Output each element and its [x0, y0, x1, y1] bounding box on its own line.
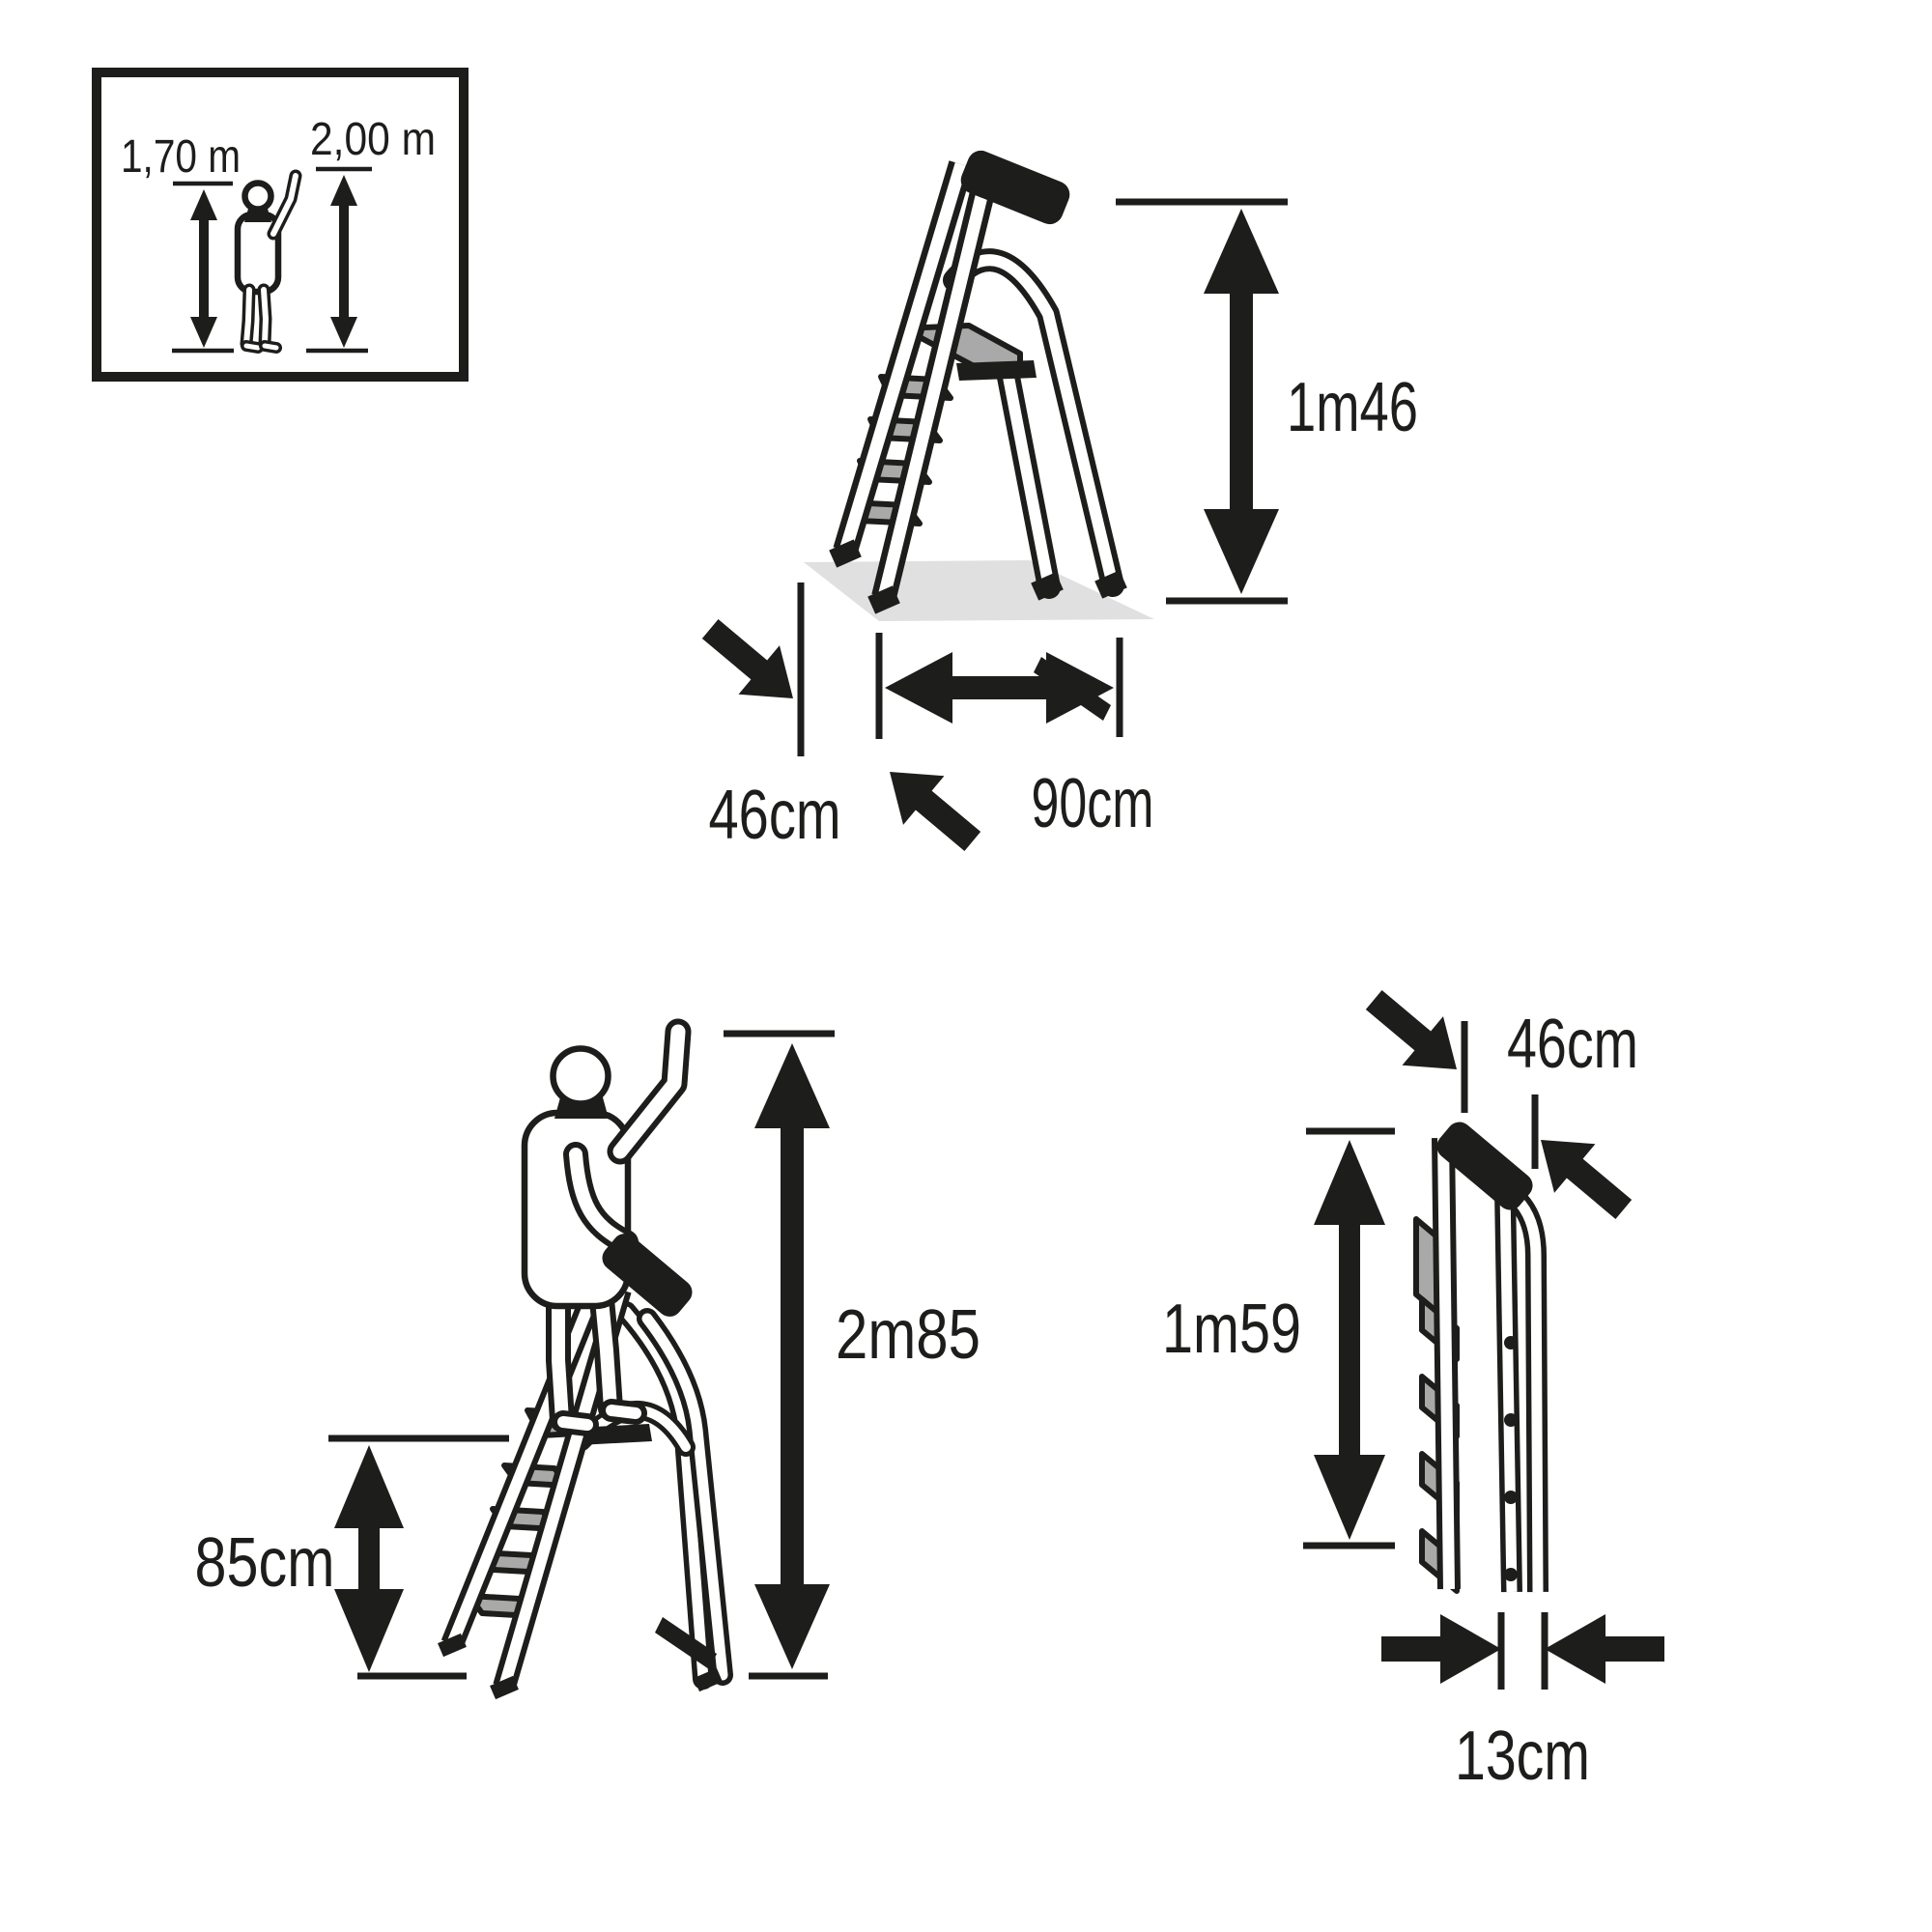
folded-ladder-diagram: 46cm [1162, 975, 1664, 1795]
folded-width-label: 46cm [1507, 1006, 1638, 1083]
working-height-arrow [754, 1043, 830, 1669]
folded-height-label: 1m59 [1162, 1291, 1301, 1368]
depth-pointer-arrow [689, 604, 814, 724]
standing-ladder-icon [438, 1275, 733, 1700]
width-arrow [885, 652, 1114, 724]
platform-height-label: 85cm [195, 1524, 335, 1602]
ladder-top-cap [602, 1234, 693, 1317]
person-height-arrow [190, 189, 217, 348]
folded-ladder-icon [1413, 1122, 1548, 1594]
person-height-label: 1,70 m [121, 131, 241, 183]
working-height-label: 2m85 [836, 1296, 980, 1374]
person-on-ladder-icon [521, 1018, 692, 1436]
width-label: 90cm [1032, 765, 1154, 842]
reach-legend-inset: 1,70 m 2,00 m [92, 68, 469, 382]
ladder-top-cap [960, 150, 1070, 225]
working-height-diagram: 2m85 85cm [195, 1018, 980, 1700]
reach-height-label: 2,00 m [310, 114, 436, 165]
height-label: 1m46 [1287, 369, 1418, 446]
width-pointer-arrow [868, 747, 994, 867]
folded-width-pointer-top [1352, 975, 1478, 1094]
open-ladder-diagram: 1m46 46cm 90cm [689, 150, 1418, 867]
folded-depth-label: 13cm [1455, 1718, 1590, 1795]
person-icon [234, 169, 302, 354]
depth-label: 46cm [709, 777, 841, 854]
reach-height-arrow [330, 175, 357, 348]
folded-height-arrow [1314, 1140, 1385, 1540]
height-arrow [1204, 209, 1279, 594]
ladder-top-cap [1436, 1122, 1533, 1210]
folded-depth-arrow-right [1545, 1614, 1664, 1684]
folded-depth-arrow-left [1381, 1614, 1501, 1684]
platform-height-arrow [334, 1445, 404, 1672]
